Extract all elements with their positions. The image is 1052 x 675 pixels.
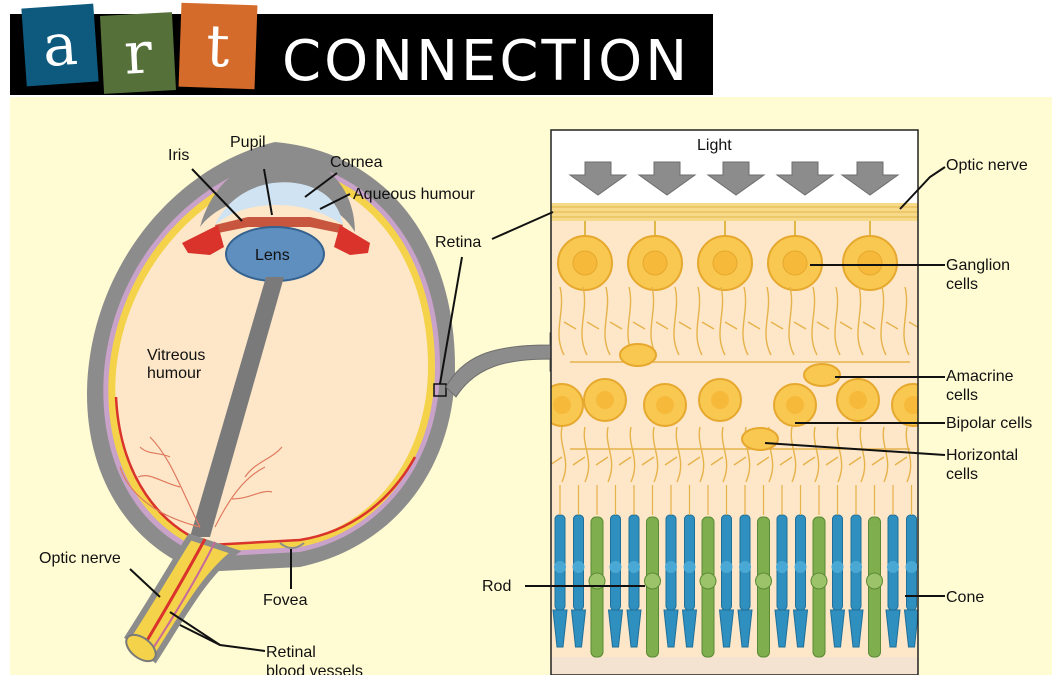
cone-nucleus [906, 561, 918, 573]
label-retina: Retina [435, 234, 481, 251]
label-cone: Cone [946, 589, 984, 606]
horizontal-cell [742, 428, 778, 450]
bipolar-nucleus [786, 396, 804, 414]
bipolar-nucleus [849, 391, 867, 409]
eyeball [87, 142, 455, 666]
bipolar-nucleus [711, 391, 729, 409]
logo-tile-a: a [21, 4, 98, 87]
ganglion-nucleus [783, 251, 807, 275]
label-aqueous-humour: Aqueous humour [353, 186, 476, 203]
cone-nucleus [684, 561, 696, 573]
cone-nucleus [795, 561, 807, 573]
rod-nucleus [756, 573, 772, 589]
label-amacrine-1: Amacrine [946, 368, 1014, 385]
label-optic-nerve-right: Optic nerve [946, 157, 1028, 174]
rod-nucleus [700, 573, 716, 589]
retina-detail [541, 130, 934, 675]
cone-nucleus [832, 561, 844, 573]
diagram-panel: Light Pupil Iris Cornea Aqueous humour L… [10, 97, 1052, 675]
label-ganglion-1: Ganglion [946, 257, 1010, 274]
label-ganglion-2: cells [946, 276, 978, 293]
label-vitreous-1: Vitreous [147, 347, 205, 364]
label-retinal-vessels-2: blood vessels [266, 663, 363, 675]
label-amacrine-2: cells [946, 387, 978, 404]
ganglion-nucleus [858, 251, 882, 275]
rod-nucleus [645, 573, 661, 589]
logo-letter-t: t [205, 17, 230, 76]
label-fovea: Fovea [263, 592, 308, 609]
label-retinal-vessels-1: Retinal [266, 644, 316, 661]
cone-nucleus [610, 561, 622, 573]
label-horizontal-2: cells [946, 466, 978, 483]
label-optic-nerve-left: Optic nerve [39, 550, 121, 567]
cone-nucleus [850, 561, 862, 573]
logo-tile-r: r [100, 12, 176, 94]
cone-nucleus [665, 561, 677, 573]
label-vitreous-2: humour [147, 365, 202, 382]
cone-nucleus [554, 561, 566, 573]
label-lens: Lens [255, 247, 290, 264]
pigment-epithelium [551, 657, 918, 675]
amacrine-cell [620, 344, 656, 366]
ganglion-nucleus [643, 251, 667, 275]
ganglion-nucleus [713, 251, 737, 275]
cone-nucleus [739, 561, 751, 573]
label-light: Light [697, 137, 732, 154]
leader-optic-nerve-left [130, 569, 160, 597]
cone-nucleus [573, 561, 585, 573]
ganglion-nucleus [573, 251, 597, 275]
logo-letter-a: a [41, 15, 80, 75]
label-iris: Iris [168, 147, 189, 164]
label-horizontal-1: Horizontal [946, 447, 1018, 464]
cone-nucleus [776, 561, 788, 573]
art-connection-banner: a r t CONNECTION [10, 14, 713, 95]
rod-nucleus [867, 573, 883, 589]
leader-vessels-b [180, 625, 220, 645]
bipolar-nucleus [553, 396, 571, 414]
logo-letter-r: r [123, 23, 154, 82]
logo-tile-t: t [179, 3, 258, 90]
rod-nucleus [811, 573, 827, 589]
cone-nucleus [887, 561, 899, 573]
label-rod: Rod [482, 578, 511, 595]
leader-retina-right [492, 212, 553, 239]
label-bipolar: Bipolar cells [946, 415, 1032, 432]
bipolar-nucleus [596, 391, 614, 409]
banner-title: CONNECTION [282, 29, 690, 94]
nerve-fiber-layer [551, 203, 918, 221]
label-pupil: Pupil [230, 134, 266, 151]
cone-nucleus [721, 561, 733, 573]
bipolar-nucleus [904, 396, 922, 414]
bipolar-nucleus [656, 396, 674, 414]
cone-nucleus [628, 561, 640, 573]
eye-retina-diagram: Light Pupil Iris Cornea Aqueous humour L… [10, 97, 1052, 675]
label-cornea: Cornea [330, 154, 383, 171]
amacrine-cell [804, 364, 840, 386]
